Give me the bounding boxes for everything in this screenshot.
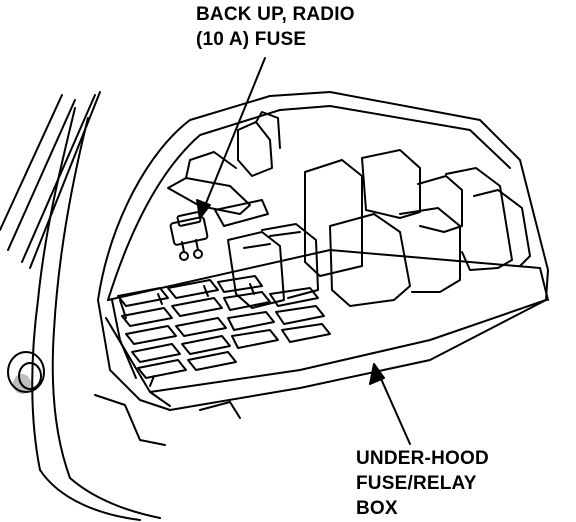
fuse-box-label: UNDER-HOOD FUSE/RELAY BOX <box>356 446 489 521</box>
leader-fuse <box>196 57 266 219</box>
mid-relays <box>227 223 319 309</box>
relay-blocks <box>304 149 531 307</box>
backup-radio-fuse-label-line1: BACK UP, RADIO <box>196 4 355 25</box>
fuse-box-label-line1: UNDER-HOOD <box>356 448 489 469</box>
upper-bracket <box>167 111 281 227</box>
fuse-rows <box>111 275 331 387</box>
radio-fuse <box>169 211 209 261</box>
fender-lines <box>0 91 161 521</box>
leader-box <box>369 363 411 445</box>
mounting-bolt <box>7 351 45 394</box>
fuse-box-label-line3: BOX <box>356 498 398 519</box>
fuse-box-label-line2: FUSE/RELAY <box>356 473 477 494</box>
backup-radio-fuse-label: BACK UP, RADIO (10 A) FUSE <box>196 2 355 52</box>
backup-radio-fuse-label-line2: (10 A) FUSE <box>196 29 307 50</box>
